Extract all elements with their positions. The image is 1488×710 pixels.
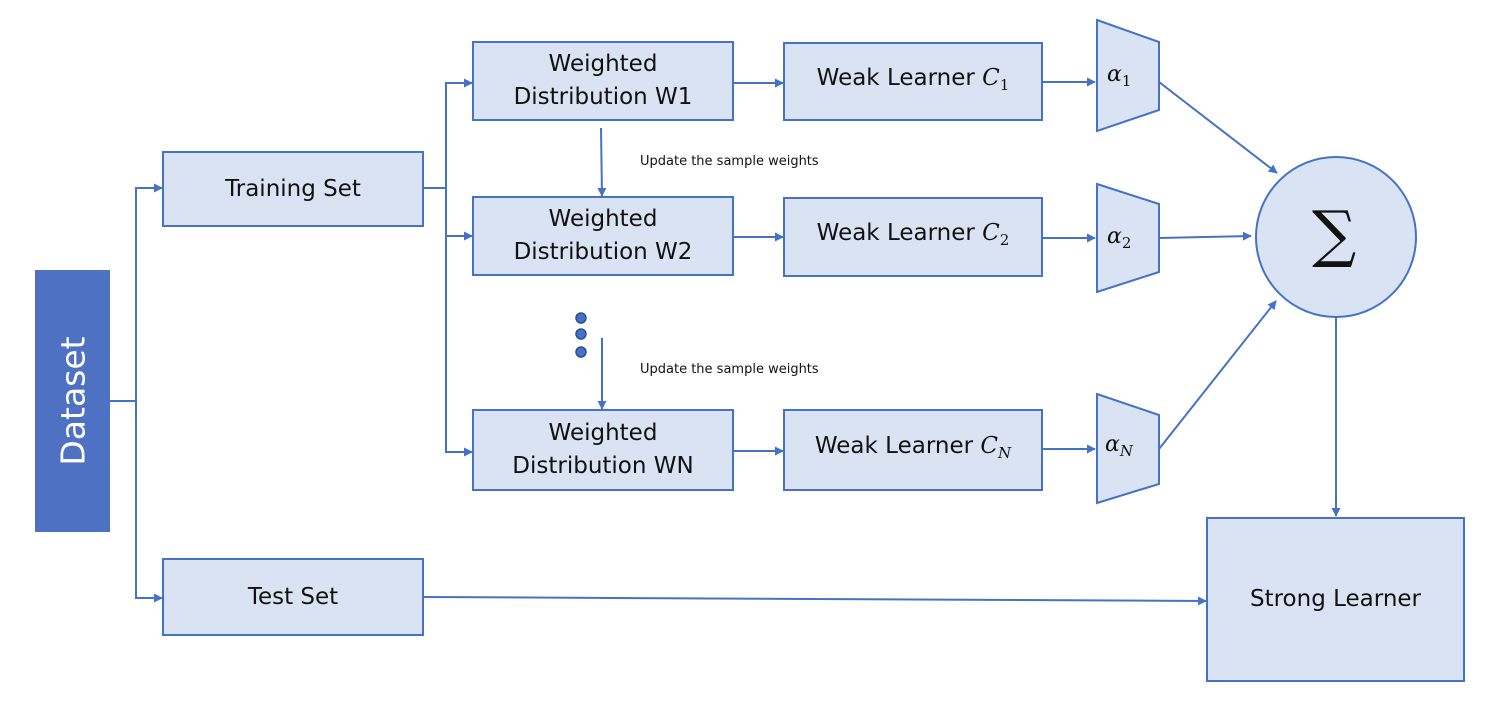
dataset-label: Dataset <box>53 336 92 466</box>
weak-learner-1-label: Weak Learner <box>816 64 983 91</box>
weak-learner-n-symbol: C <box>980 433 998 459</box>
alpha-2-shape <box>1096 182 1160 294</box>
weak-learner-2-subscript: 2 <box>999 231 1010 249</box>
update-note-1: Update the sample weights <box>640 154 819 169</box>
alpha-2-subscript: 2 <box>1121 234 1132 252</box>
weak-learner-n-box: Weak Learner CN <box>783 409 1043 491</box>
arrow-alpha1-to-sum <box>1158 81 1278 174</box>
distribution-w1-box: Weighted Distribution W1 <box>472 41 734 121</box>
alpha-n-shape <box>1096 392 1160 505</box>
weak-learner-n-subscript: N <box>997 444 1012 462</box>
sum-symbol: ∑ <box>1312 197 1357 270</box>
alpha-1-label: α1 <box>1107 62 1131 90</box>
strong-learner-label: Strong Learner <box>1249 586 1422 612</box>
update-note-2: Update the sample weights <box>640 362 819 377</box>
test-set-label: Test Set <box>247 583 339 610</box>
arrow-training-to-wn <box>445 236 473 457</box>
arrow-training-to-w1 <box>424 78 473 189</box>
sum-node-shape <box>1255 156 1417 318</box>
test-set-box: Test Set <box>162 558 424 636</box>
ellipsis-dot <box>575 346 587 358</box>
weak-learner-n-label: Weak Learner <box>814 433 981 459</box>
training-set-label: Training Set <box>225 175 361 202</box>
distribution-wn-box: Weighted Distribution WN <box>472 409 734 491</box>
arrow-update-w1-to-w2 <box>597 127 607 197</box>
alpha-n-symbol: α <box>1105 432 1120 457</box>
alpha-n-subscript: N <box>1119 442 1133 460</box>
arrow-alphan-to-sum <box>1158 300 1277 450</box>
distribution-w1-label: Weighted Distribution W1 <box>513 51 693 110</box>
distribution-wn-label: Weighted Distribution WN <box>512 420 694 479</box>
alpha-1-shape <box>1096 18 1160 133</box>
ellipsis-dot <box>575 312 587 324</box>
weak-learner-2-box: Weak Learner C2 <box>783 197 1043 277</box>
distribution-w2-label: Weighted Distribution W2 <box>513 206 693 265</box>
alpha-2-label: α2 <box>1107 224 1131 252</box>
alpha-n-label: αN <box>1105 432 1133 460</box>
weak-learner-1-symbol: C <box>982 64 1000 91</box>
weak-learner-2-symbol: C <box>982 220 1000 246</box>
training-set-box: Training Set <box>162 151 424 227</box>
ellipsis-dot <box>575 328 587 340</box>
alpha-2-symbol: α <box>1107 224 1122 249</box>
arrow-test-to-strong <box>423 596 1207 606</box>
weak-learner-1-box: Weak Learner C1 <box>783 42 1043 121</box>
arrow-alpha2-to-sum <box>1158 231 1252 241</box>
arrow-training-to-w2 <box>445 188 473 241</box>
arrow-dataset-to-training <box>110 183 163 402</box>
weak-learner-1-subscript: 1 <box>999 75 1010 94</box>
distribution-w2-box: Weighted Distribution W2 <box>472 196 734 276</box>
weak-learner-2-label: Weak Learner <box>816 220 983 246</box>
arrow-dataset-to-test <box>135 401 163 603</box>
dataset-block: Dataset <box>35 270 110 532</box>
alpha-1-symbol: α <box>1107 62 1122 87</box>
alpha-1-subscript: 1 <box>1121 72 1132 90</box>
strong-learner-box: Strong Learner <box>1206 517 1465 682</box>
